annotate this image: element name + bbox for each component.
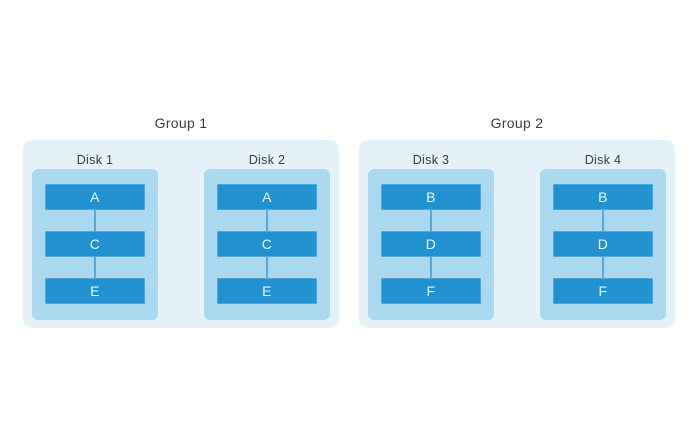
block-connector-line xyxy=(602,210,604,231)
data-block: F xyxy=(553,278,653,304)
block-connector-line xyxy=(266,257,268,278)
disk-1-column: Disk 1 A C E xyxy=(32,140,158,320)
block-connector-line xyxy=(602,257,604,278)
group-2: Group 2 Disk 3 B D F Disk 4 B D xyxy=(359,114,675,328)
group-2-title: Group 2 xyxy=(490,115,544,131)
data-block: A xyxy=(217,184,317,210)
block-connector-line xyxy=(94,257,96,278)
disk-2-panel: A C E xyxy=(204,169,330,320)
group-1-title: Group 1 xyxy=(154,115,208,131)
disk-1-label: Disk 1 xyxy=(76,153,114,167)
data-block: C xyxy=(217,231,317,257)
disk-4-label: Disk 4 xyxy=(584,153,622,167)
data-block: D xyxy=(553,231,653,257)
data-block: B xyxy=(553,184,653,210)
disk-2-label: Disk 2 xyxy=(248,153,286,167)
data-block: A xyxy=(45,184,145,210)
disk-2-column: Disk 2 A C E xyxy=(204,140,330,320)
disk-3-column: Disk 3 B D F xyxy=(368,140,494,320)
data-block: B xyxy=(381,184,481,210)
data-block: E xyxy=(217,278,317,304)
block-connector-line xyxy=(430,257,432,278)
block-connector-line xyxy=(94,210,96,231)
block-connector-line xyxy=(430,210,432,231)
data-block: F xyxy=(381,278,481,304)
group-2-panel: Disk 3 B D F Disk 4 B D F xyxy=(359,140,675,328)
block-connector-line xyxy=(266,210,268,231)
disk-4-panel: B D F xyxy=(540,169,666,320)
disk-4-column: Disk 4 B D F xyxy=(540,140,666,320)
disk-3-panel: B D F xyxy=(368,169,494,320)
disk-3-label: Disk 3 xyxy=(412,153,450,167)
data-block: D xyxy=(381,231,481,257)
disk-1-panel: A C E xyxy=(32,169,158,320)
data-block: C xyxy=(45,231,145,257)
group-1: Group 1 Disk 1 A C E Disk 2 A C xyxy=(23,114,339,328)
group-1-panel: Disk 1 A C E Disk 2 A C E xyxy=(23,140,339,328)
data-block: E xyxy=(45,278,145,304)
